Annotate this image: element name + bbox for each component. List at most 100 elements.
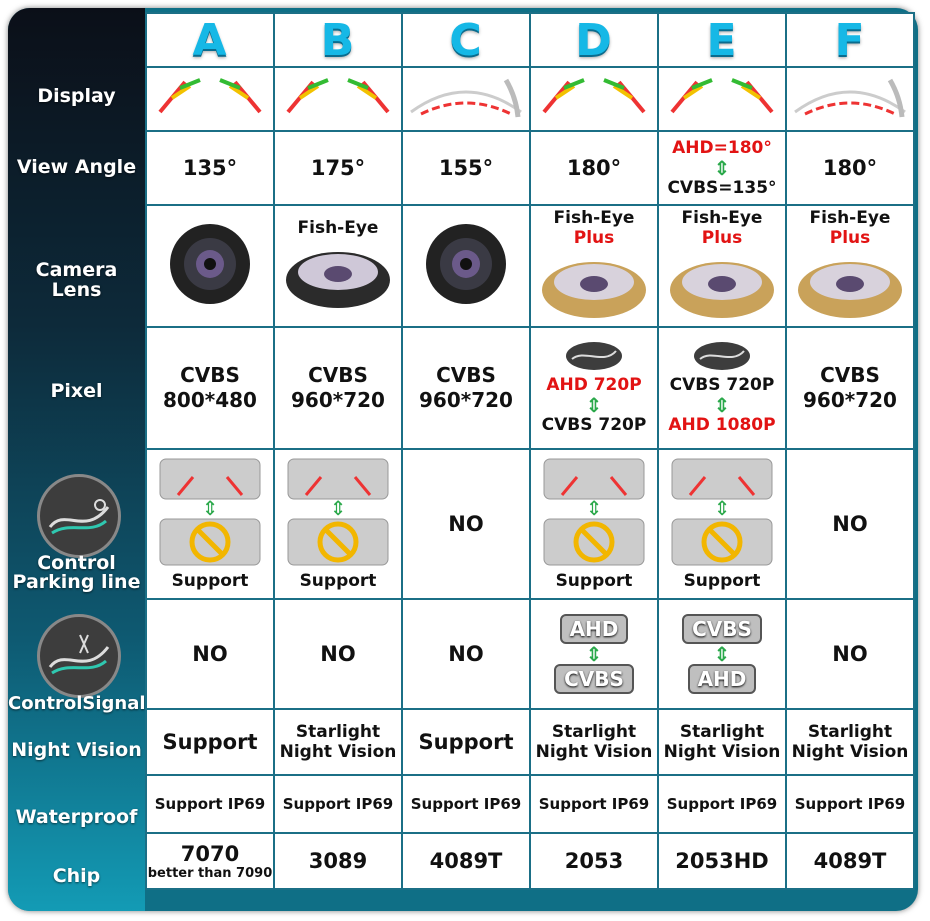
parking-b-text: Support — [299, 571, 377, 591]
view-angle-d: 180° — [529, 130, 659, 206]
lens-e: Fish-Eye Plus — [657, 204, 787, 328]
pixel-e-ahd: AHD 1080P — [668, 415, 776, 435]
wire-icon — [694, 342, 750, 370]
label-camera-lens: Camera Lens — [35, 259, 118, 301]
display-guide-f — [785, 66, 915, 132]
view-angle-a: 135° — [145, 130, 275, 206]
chip-c: 4089T — [401, 832, 531, 890]
parking-toggle-illustration: ⇕ — [671, 458, 773, 566]
svg-text:⇕: ⇕ — [586, 496, 603, 520]
lens-f-label: Fish-Eye Plus — [809, 208, 891, 248]
parking-c: NO — [401, 448, 531, 600]
parking-a: ⇕ Support — [145, 448, 275, 600]
waterproof-c: Support IP69 — [401, 774, 531, 834]
signal-b: NO — [273, 598, 403, 710]
night-a: Support — [145, 708, 275, 776]
swap-arrow-icon: ⇕ — [713, 642, 731, 666]
view-angle-f: 180° — [785, 130, 915, 206]
signal-d-cvbs-tag: CVBS — [554, 664, 634, 694]
pixel-e-cvbs: CVBS 720P — [669, 375, 775, 395]
lens-a — [145, 204, 275, 328]
pixel-d-cvbs: CVBS 720P — [541, 415, 647, 435]
chip-f: 4089T — [785, 832, 915, 890]
label-pixel: Pixel — [50, 380, 103, 402]
pixel-d-ahd: AHD 720P — [546, 375, 642, 395]
parking-toggle-illustration: ⇕ — [159, 458, 261, 566]
signal-d-ahd-tag: AHD — [559, 614, 629, 644]
row-label-column — [8, 8, 145, 911]
view-angle-c: 155° — [401, 130, 531, 206]
signal-c: NO — [401, 598, 531, 710]
display-guide-e — [657, 66, 787, 132]
label-control-signal: ControlSignal — [8, 693, 146, 714]
waterproof-a: Support IP69 — [145, 774, 275, 834]
svg-text:⇕: ⇕ — [330, 496, 347, 520]
label-chip: Chip — [52, 865, 101, 887]
parking-e: ⇕ Support — [657, 448, 787, 600]
wire-icon — [566, 342, 622, 370]
waterproof-f: Support IP69 — [785, 774, 915, 834]
lens-b: Fish-Eye — [273, 204, 403, 328]
col-header-b: B — [273, 12, 403, 68]
signal-e-cvbs-tag: CVBS — [682, 614, 762, 644]
parking-f: NO — [785, 448, 915, 600]
signal-a: NO — [145, 598, 275, 710]
swap-arrow-icon: ⇕ — [585, 393, 603, 417]
parking-b: ⇕ Support — [273, 448, 403, 600]
col-header-e: E — [657, 12, 787, 68]
display-guide-b — [273, 66, 403, 132]
swap-arrow-icon: ⇕ — [713, 156, 731, 180]
signal-e-ahd-tag: AHD — [687, 664, 757, 694]
label-night-vision: Night Vision — [11, 739, 142, 761]
view-angle-b: 175° — [273, 130, 403, 206]
waterproof-e: Support IP69 — [657, 774, 787, 834]
signal-e: CVBS ⇕ AHD — [657, 598, 787, 710]
lens-f: Fish-Eye Plus — [785, 204, 915, 328]
svg-text:⇕: ⇕ — [202, 496, 219, 520]
view-angle-e-cvbs: CVBS=135° — [667, 178, 777, 198]
col-header-a: A — [145, 12, 275, 68]
waterproof-d: Support IP69 — [529, 774, 659, 834]
label-display: Display — [37, 85, 116, 107]
parking-toggle-illustration: ⇕ — [543, 458, 645, 566]
label-waterproof: Waterproof — [15, 806, 138, 828]
display-guide-d — [529, 66, 659, 132]
view-angle-e: AHD=180° ⇕ CVBS=135° — [657, 130, 787, 206]
parking-e-text: Support — [683, 571, 761, 591]
swap-arrow-icon: ⇕ — [713, 393, 731, 417]
display-guide-c — [401, 66, 531, 132]
parking-d: ⇕ Support — [529, 448, 659, 600]
col-header-f: F — [785, 12, 915, 68]
parking-a-text: Support — [171, 571, 249, 591]
control-parking-icon — [37, 474, 121, 558]
display-guide-a — [145, 66, 275, 132]
label-view-angle: View Angle — [16, 156, 137, 178]
chip-b: 3089 — [273, 832, 403, 890]
waterproof-b: Support IP69 — [273, 774, 403, 834]
chip-d: 2053 — [529, 832, 659, 890]
pixel-e: CVBS 720P ⇕ AHD 1080P — [657, 326, 787, 450]
label-control: Control — [37, 552, 116, 574]
col-header-d: D — [529, 12, 659, 68]
parking-toggle-illustration: ⇕ — [287, 458, 389, 566]
lens-d-label: Fish-Eye Plus — [553, 208, 635, 248]
signal-d: AHD ⇕ CVBS — [529, 598, 659, 710]
chip-e: 2053HD — [657, 832, 787, 890]
night-c: Support — [401, 708, 531, 776]
label-parking-line: Parking line — [12, 571, 141, 593]
control-signal-icon — [37, 614, 121, 698]
signal-f: NO — [785, 598, 915, 710]
comparison-table: A B C D E F 135° 175° 155° 180° AHD=180°… — [145, 12, 915, 890]
lens-e-label: Fish-Eye Plus — [681, 208, 763, 248]
view-angle-e-ahd: AHD=180° — [672, 138, 772, 158]
svg-text:⇕: ⇕ — [714, 496, 731, 520]
